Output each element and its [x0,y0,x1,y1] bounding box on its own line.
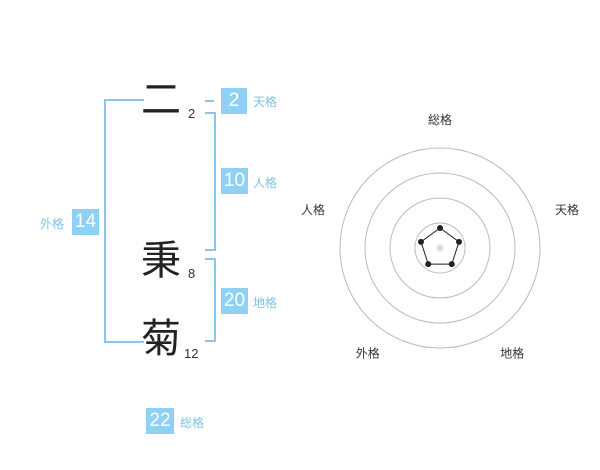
jinkaku-value: 10 [221,168,248,194]
tenkaku-value: 2 [221,88,247,114]
radar-axis-label-5: 人格 [301,202,325,217]
stroke-count-1: 2 [188,106,196,121]
radar-ring [364,172,516,324]
radar-axis-label-3: 地格 [500,346,524,361]
soukaku-value: 22 [146,408,174,434]
name-char-3: 菊 [141,316,181,362]
radar-point-1 [437,225,443,231]
radar-point-2 [456,238,463,245]
radar-ring [389,197,491,299]
name-char-1: 二 [141,77,181,123]
tenkaku-label: 天格 [253,95,278,109]
radar-point-4 [425,261,432,268]
tenkaku-bracket [205,100,214,102]
radar-axis-label-1: 総格 [428,112,452,127]
chikaku-value: 20 [221,288,248,314]
radar-ring [339,147,541,349]
chikaku-bracket [205,258,216,342]
jinkaku-label: 人格 [253,176,278,190]
stroke-count-2: 8 [188,266,196,281]
gaikaku-bracket [104,99,144,343]
radar-point-3 [448,261,455,268]
gaikaku-value: 14 [72,209,99,235]
jinkaku-bracket [205,112,216,251]
radar-ring [414,222,466,274]
stroke-count-3: 12 [184,346,199,361]
radar-point-5 [417,238,424,245]
soukaku-label: 総格 [180,416,205,430]
name-char-2: 秉 [141,238,181,284]
radar-axis-label-4: 外格 [356,346,380,361]
gaikaku-label: 外格 [40,217,65,231]
radar-axis-label-2: 天格 [555,202,579,217]
radar-center-dot [436,244,444,252]
chikaku-label: 地格 [253,296,278,310]
